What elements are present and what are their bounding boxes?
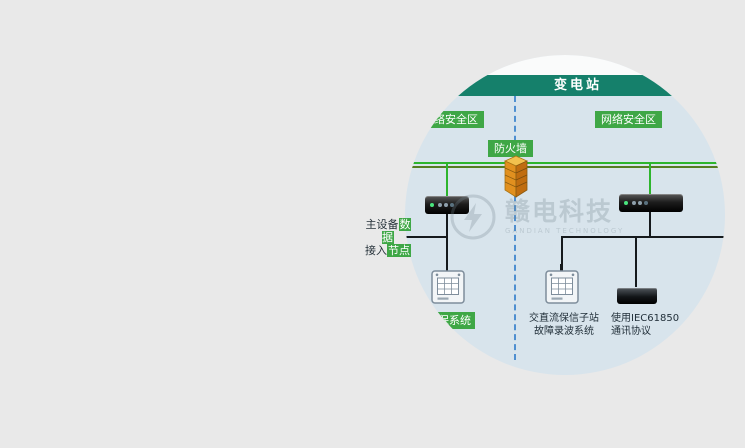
- wire-right-horizontal: [561, 236, 725, 238]
- zone-label-left: 网络安全区: [417, 111, 484, 128]
- node-label-plain-text: 主设备: [365, 218, 399, 231]
- fault-recorder-label-line2: 故障录波系统: [534, 326, 594, 337]
- watermark: 赣电科技 GANDIAN TECHNOLOGY: [449, 193, 624, 241]
- circle-top-cap: [405, 55, 725, 75]
- relay-system-label: 继保系统: [423, 312, 475, 329]
- iec61850-label-line1: 使用IEC61850: [611, 313, 680, 324]
- wire-middle-vertical: [561, 236, 563, 271]
- acdc-substation-label-line1: 交直流保信子站: [529, 313, 599, 324]
- main-equipment-node-label: 主设备数据 接入节点: [362, 218, 414, 257]
- network-switch-icon-left: [425, 196, 469, 214]
- protocol-label-line2: 通讯协议: [611, 326, 651, 337]
- node-label-plain-text: 接入: [365, 244, 387, 257]
- network-bus-line-green: [405, 162, 725, 164]
- wire-middle-device-stub: [560, 264, 563, 271]
- watermark-company-subtitle: GANDIAN TECHNOLOGY: [505, 227, 625, 235]
- bus-drop-left: [446, 164, 448, 196]
- wire-gateway-vertical: [635, 236, 637, 287]
- network-bus-line-olive: [405, 166, 725, 168]
- substation-diagram-circle: 变电站 网络安全区 网络安全区 防火墙: [405, 55, 725, 375]
- node-label-highlight-text: 节点: [387, 244, 411, 257]
- watermark-company-name: 赣电科技: [505, 197, 614, 226]
- protection-device-icon-left: [431, 270, 465, 304]
- zone-label-right: 网络安全区: [595, 111, 662, 128]
- watermark-text: 赣电科技 GANDIAN TECHNOLOGY: [505, 197, 625, 236]
- diagram-title-bar: 变电站: [405, 75, 725, 96]
- node-label-line2: 接入节点: [362, 244, 414, 257]
- network-switch-icon-right: [619, 194, 683, 212]
- protection-device-icon-middle: [545, 270, 579, 304]
- wire-left-vertical: [446, 214, 448, 271]
- firewall-label: 防火墙: [488, 140, 533, 157]
- security-boundary-dashed-line: [514, 96, 516, 360]
- gateway-device-icon: [617, 288, 657, 304]
- acdc-substation-label: 交直流保信子站 故障录波系统: [525, 312, 603, 338]
- bus-drop-right: [649, 164, 651, 194]
- node-label-line1: 主设备数据: [362, 218, 414, 244]
- switch-led-lights: [624, 201, 628, 205]
- iec61850-protocol-label: 使用IEC61850 通讯协议: [611, 312, 679, 338]
- wire-right-switch-drop: [649, 212, 651, 238]
- switch-led-lights: [430, 203, 434, 207]
- wire-left-horizontal: [405, 236, 447, 238]
- firewall-icon: [504, 155, 528, 198]
